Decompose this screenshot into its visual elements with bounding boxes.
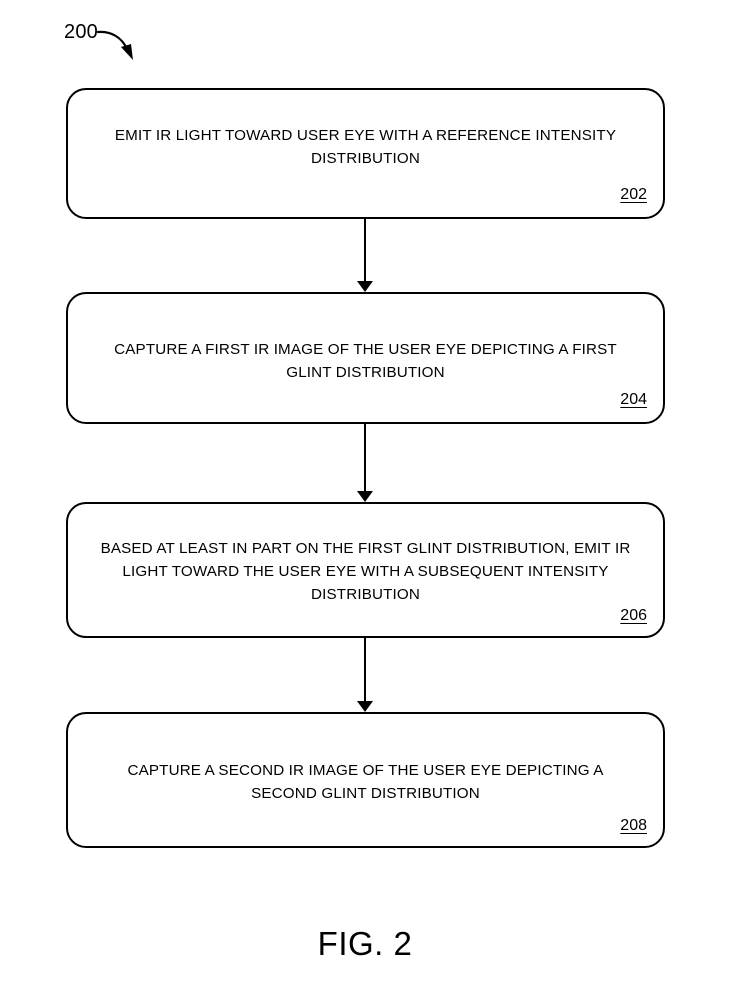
connector-line bbox=[364, 219, 366, 281]
connector-206-to-208 bbox=[355, 638, 375, 712]
flow-step-204-reference: 204 bbox=[620, 391, 647, 408]
connector-line bbox=[364, 424, 366, 491]
flow-step-204: CAPTURE A FIRST IR IMAGE OF THE USER EYE… bbox=[66, 292, 665, 424]
flow-step-202-text: EMIT IR LIGHT TOWARD USER EYE WITH A REF… bbox=[114, 127, 617, 167]
connector-202-to-204 bbox=[355, 219, 375, 292]
flow-step-204-text: CAPTURE A FIRST IR IMAGE OF THE USER EYE… bbox=[114, 341, 617, 381]
flow-step-208-reference: 208 bbox=[620, 817, 647, 834]
connector-204-to-206 bbox=[355, 424, 375, 502]
figure-reference-number: 200 bbox=[64, 21, 98, 43]
flow-step-202-reference: 202 bbox=[620, 186, 647, 203]
figure-caption: FIG. 2 bbox=[317, 925, 413, 962]
down-arrow-icon bbox=[357, 281, 373, 292]
curved-arrow-icon bbox=[96, 30, 133, 60]
flow-step-206-text: BASED AT LEAST IN PART ON THE FIRST GLIN… bbox=[100, 540, 631, 603]
down-arrow-icon bbox=[357, 701, 373, 712]
flow-step-202: EMIT IR LIGHT TOWARD USER EYE WITH A REF… bbox=[66, 88, 665, 219]
flow-step-208: CAPTURE A SECOND IR IMAGE OF THE USER EY… bbox=[66, 712, 665, 848]
flow-step-206-reference: 206 bbox=[620, 607, 647, 624]
down-arrow-icon bbox=[357, 491, 373, 502]
connector-line bbox=[364, 638, 366, 701]
flow-step-208-text: CAPTURE A SECOND IR IMAGE OF THE USER EY… bbox=[127, 762, 604, 802]
flow-step-206: BASED AT LEAST IN PART ON THE FIRST GLIN… bbox=[66, 502, 665, 638]
